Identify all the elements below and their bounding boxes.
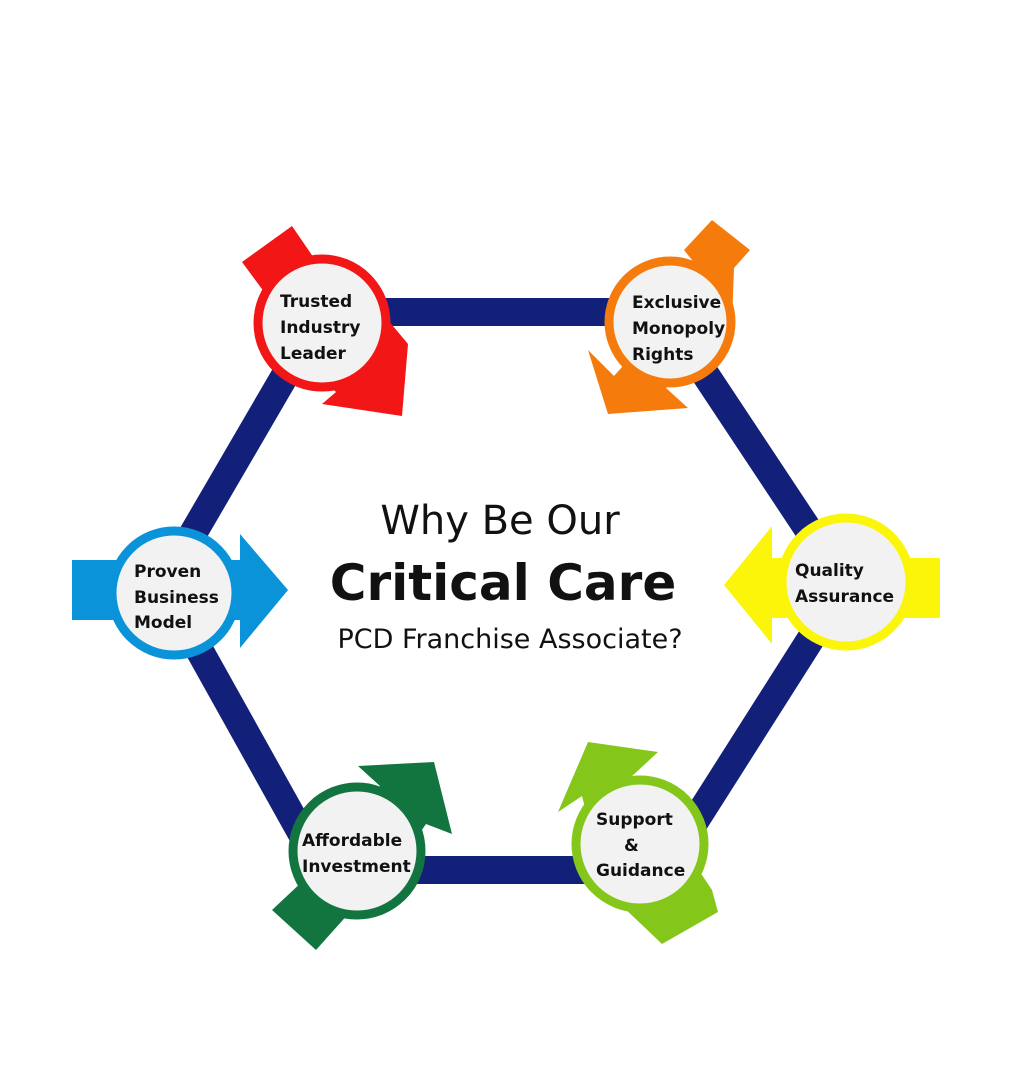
heading-line-3: PCD Franchise Associate? — [337, 624, 682, 655]
heading-line-1: Why Be Our — [380, 498, 620, 544]
node-exclusive-monopoly-rights: Exclusive Monopoly Rights — [588, 220, 750, 414]
node-label-line: Support — [596, 810, 673, 830]
node-label-line: & — [624, 836, 639, 856]
node-label-line: Affordable — [302, 831, 402, 851]
svg-text:Exclusive Monopoly: Exclusive Monopoly Rights — [632, 293, 731, 365]
svg-text:Proven Business Mo: Proven Business Model — [134, 562, 225, 633]
node-circle — [288, 782, 426, 920]
heading-line-2: Critical Care — [330, 554, 676, 612]
node-circle — [604, 256, 736, 388]
node-label-line: Business — [134, 588, 219, 608]
node-label-line: Guidance — [596, 861, 685, 881]
node-label-line: Assurance — [795, 587, 894, 607]
node-label-line: Investment — [302, 857, 411, 877]
node-circle — [777, 513, 915, 651]
node-label-line: Model — [134, 613, 192, 633]
node-label-line: Rights — [632, 345, 693, 365]
svg-text:Quality Assurance: Quality Assurance — [795, 561, 894, 607]
node-label-line: Exclusive — [632, 293, 721, 313]
node-quality-assurance: Quality Assurance — [724, 513, 940, 651]
svg-text:Trusted Industry L: Trusted Industry Leader — [280, 292, 366, 364]
node-proven-business-model: Proven Business Model — [72, 526, 288, 660]
node-affordable-investment: Affordable Investment — [272, 762, 452, 950]
center-heading: Why Be Our Critical Care PCD Franchise A… — [330, 498, 683, 655]
node-label-line: Monopoly — [632, 319, 725, 339]
node-trusted-industry-leader: Trusted Industry Leader — [242, 226, 408, 416]
node-label-line: Quality — [795, 561, 864, 581]
node-label-line: Leader — [280, 344, 347, 364]
svg-text:Support & Guidance: Support & Guidance — [596, 810, 685, 881]
node-circle — [571, 775, 709, 913]
node-label-line: Industry — [280, 318, 360, 338]
node-support-guidance: Support & Guidance — [558, 742, 718, 944]
svg-text:Affordable Investment: Affordable Investment — [302, 831, 411, 877]
node-circle — [253, 254, 391, 392]
node-label-line: Proven — [134, 562, 201, 582]
node-circle — [107, 526, 241, 660]
node-label-line: Trusted — [280, 292, 352, 312]
